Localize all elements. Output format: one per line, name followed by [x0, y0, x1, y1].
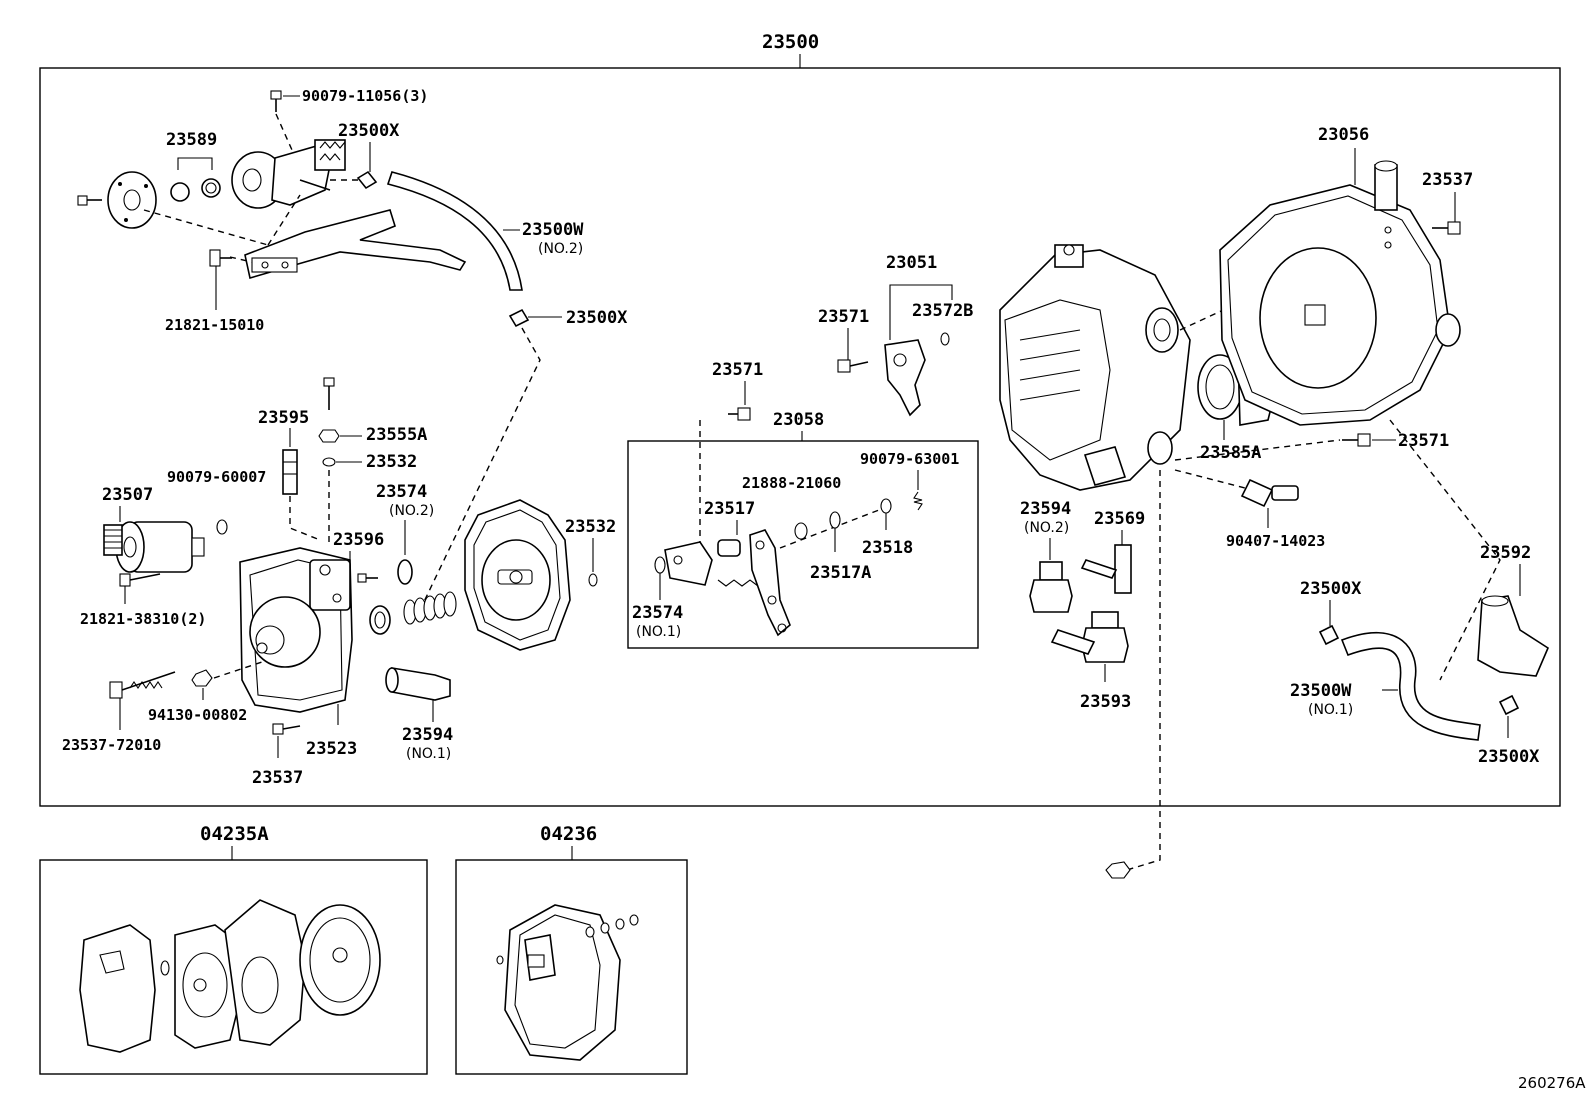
kit-04235A-label: 04235A: [200, 823, 269, 845]
label-23500X-right-bottom: 23500X: [1478, 747, 1540, 767]
label-23500X-right-top: 23500X: [1300, 579, 1362, 599]
lever-subassembly-group: 23571 23058 90079-63001 21888-21060 2351…: [627, 360, 979, 649]
label-90407-14023: 90407-14023: [1226, 532, 1325, 550]
label-94130-00802: 94130-00802: [148, 706, 247, 724]
main-housing-group: 23585A 23056 23537 23571 90407-14023: [999, 125, 1473, 879]
label-23571-cam: 23571: [818, 307, 869, 327]
label-23537-left: 23537: [252, 768, 303, 788]
label-23058: 23058: [773, 410, 824, 430]
label-23594-no1-sub: (NO.1): [406, 746, 451, 762]
kit-04236-label: 04236: [540, 823, 597, 845]
label-23572B: 23572B: [912, 301, 973, 321]
label-23532-left: 23532: [366, 452, 417, 472]
label-23594-no1: 23594: [402, 725, 453, 745]
label-23574-no2-sub: (NO.2): [389, 503, 434, 519]
cam-lever-group: 23051 23572B 23571: [818, 253, 973, 417]
label-21821-15010: 21821-15010: [165, 316, 264, 334]
label-23574-no1-sub: (NO.1): [636, 624, 681, 640]
kit-04235A-drawing: [79, 899, 381, 1053]
label-23051: 23051: [886, 253, 937, 273]
label-23500X-top: 23500X: [338, 121, 400, 141]
label-90079-11056: 90079-11056(3): [302, 87, 428, 105]
label-23500X-mid: 23500X: [566, 308, 628, 328]
fittings-group: 23594 (NO.2) 23569 23593: [1020, 499, 1145, 712]
label-23517: 23517: [704, 499, 755, 519]
label-23594-no2-sub: (NO.2): [1024, 520, 1069, 536]
lever-subassembly-frame: [627, 440, 979, 649]
label-23595: 23595: [258, 408, 309, 428]
label-23523: 23523: [306, 739, 357, 759]
kit-04236-frame: [455, 859, 688, 1075]
label-23593: 23593: [1080, 692, 1131, 712]
label-23500W-no2-sub: (NO.2): [538, 241, 583, 257]
label-23537-72010: 23537-72010: [62, 736, 161, 754]
label-23500W-no1-sub: (NO.1): [1308, 702, 1353, 718]
hose-no1-group: 23592 23500X 23500W (NO.1) 23500X: [1290, 419, 1550, 767]
label-23517A: 23517A: [810, 563, 871, 583]
label-90079-60007: 90079-60007: [167, 468, 266, 486]
label-23532-mid: 23532: [565, 517, 616, 537]
main-assembly-number: 23500: [762, 31, 819, 53]
diagram-reference-code: 260276A: [1518, 1074, 1586, 1092]
label-23555A: 23555A: [366, 425, 427, 445]
label-23594-no2: 23594: [1020, 499, 1071, 519]
label-23537-right: 23537: [1422, 170, 1473, 190]
label-23569: 23569: [1094, 509, 1145, 529]
label-23056: 23056: [1318, 125, 1369, 145]
label-23592: 23592: [1480, 543, 1531, 563]
label-21821-38310: 21821-38310(2): [80, 610, 206, 628]
label-21888-21060: 21888-21060: [742, 474, 841, 492]
label-90079-63001: 90079-63001: [860, 450, 959, 468]
label-23571-lever: 23571: [712, 360, 763, 380]
kit-04236-drawing: [496, 904, 639, 1061]
label-23500W-no1: 23500W: [1290, 681, 1352, 701]
solenoid-valve-group: 90079-11056(3) 23589 23500X: [77, 87, 628, 611]
label-23589: 23589: [166, 130, 217, 150]
label-23596: 23596: [333, 530, 384, 550]
label-23574-no2: 23574: [376, 482, 427, 502]
main-assembly-frame: [39, 67, 1561, 807]
label-23507: 23507: [102, 485, 153, 505]
diaphragm-group: 23532: [464, 499, 616, 651]
label-23518: 23518: [862, 538, 913, 558]
kit-04235A-frame: [39, 859, 428, 1075]
label-23574-no1: 23574: [632, 603, 683, 623]
regulator-body-group: 23555A 23532 23595 23507 90079-60007 218…: [62, 377, 457, 788]
label-23500W-no2: 23500W: [522, 220, 584, 240]
